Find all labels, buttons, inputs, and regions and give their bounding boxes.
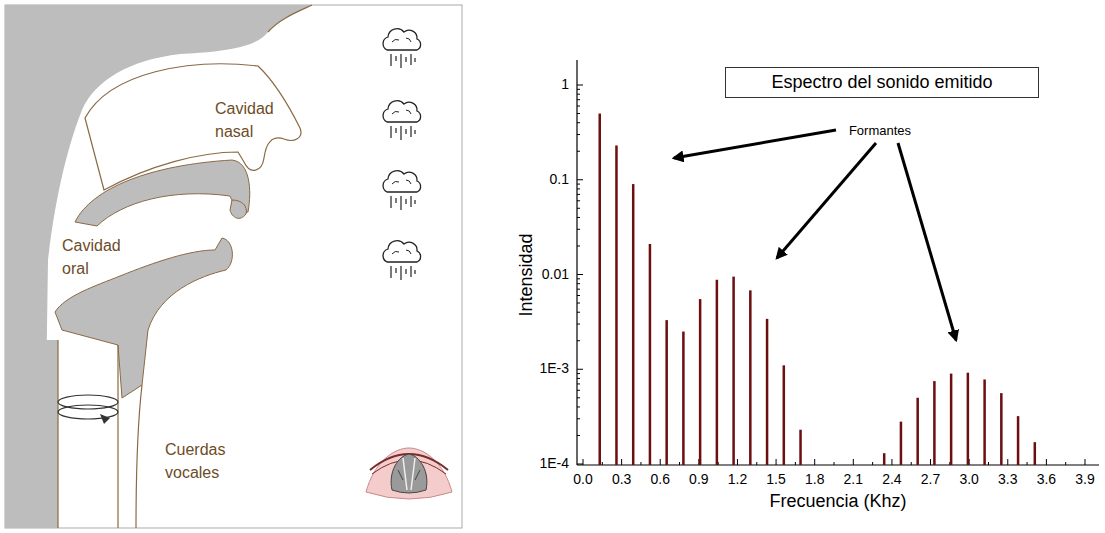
x-axis bbox=[577, 464, 1099, 465]
panel-frame bbox=[5, 5, 462, 528]
tick-label: 3.9 bbox=[1075, 472, 1094, 487]
tick-label: 0.01 bbox=[542, 267, 569, 282]
tick-label: 1 bbox=[561, 77, 569, 92]
tick-label: 1E-4 bbox=[539, 456, 569, 471]
tick-label: 1.5 bbox=[766, 472, 785, 487]
tick-label: 0.9 bbox=[689, 472, 708, 487]
tick-label: 3.0 bbox=[959, 472, 978, 487]
callout-text: Formantes bbox=[849, 124, 911, 138]
tick-label: 1E-3 bbox=[539, 362, 569, 377]
head-profile bbox=[5, 5, 312, 528]
tick-label: 1.2 bbox=[728, 472, 747, 487]
part-label: Cavidad oral bbox=[62, 234, 128, 280]
part-label: Cavidad nasal bbox=[215, 97, 281, 143]
spectrum-bars bbox=[598, 114, 1036, 465]
axis-title: Frecuencia (Khz) bbox=[769, 492, 906, 512]
y-axis bbox=[576, 60, 577, 465]
upper-lip bbox=[230, 200, 246, 218]
palate bbox=[75, 160, 250, 226]
esophagus bbox=[44, 340, 58, 528]
title-box: Espectro del sonido emitido bbox=[725, 67, 1039, 98]
tick-label: 1.8 bbox=[805, 472, 824, 487]
neck-front bbox=[136, 385, 142, 528]
tick-label: 0.3 bbox=[612, 472, 631, 487]
axis-title: Intensidad bbox=[517, 233, 537, 316]
tick-label: 3.6 bbox=[1037, 472, 1056, 487]
trachea bbox=[58, 340, 118, 528]
tick-label: 2.1 bbox=[844, 472, 863, 487]
cloud-icons bbox=[383, 29, 421, 280]
part-label: Cuerdas vocales bbox=[165, 438, 235, 484]
tick-label: 2.4 bbox=[882, 472, 901, 487]
tick-label: 0.1 bbox=[550, 172, 569, 187]
tick-label: 2.7 bbox=[921, 472, 940, 487]
tick-label: 0.6 bbox=[650, 472, 669, 487]
axis-ticks bbox=[577, 85, 1085, 465]
tick-label: 3.3 bbox=[998, 472, 1017, 487]
larynx-icon bbox=[366, 448, 452, 499]
tick-label: 0.0 bbox=[573, 472, 592, 487]
title-text: Espectro del sonido emitido bbox=[771, 72, 992, 93]
